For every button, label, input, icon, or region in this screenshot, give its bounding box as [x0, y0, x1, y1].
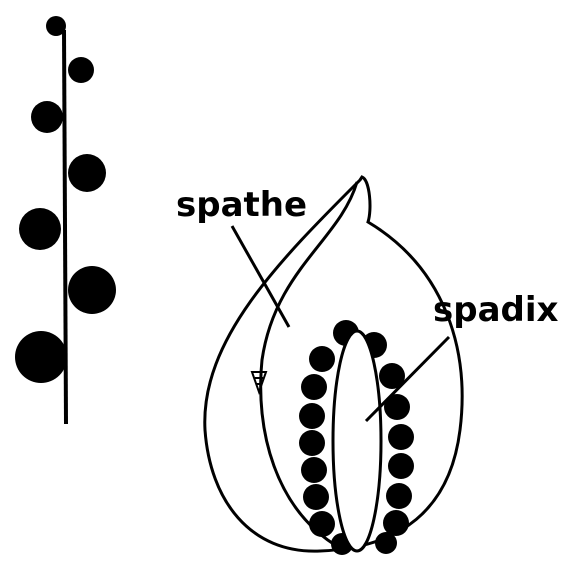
- stalk-bead: [68, 266, 116, 314]
- spadix-bead: [303, 484, 329, 510]
- fruit-stalk: [15, 16, 116, 424]
- stalk-bead: [68, 154, 106, 192]
- spathe-leader-line: [232, 226, 289, 327]
- spadix-bead: [388, 453, 414, 479]
- spadix-bead: [301, 374, 327, 400]
- spadix-label: spadix: [433, 293, 558, 327]
- spadix: [299, 320, 414, 555]
- spadix-bead: [299, 403, 325, 429]
- spadix-bead: [309, 511, 335, 537]
- spadix-bead: [299, 430, 325, 456]
- spadix-bead: [386, 483, 412, 509]
- spathe-label: spathe: [176, 188, 307, 222]
- spadix-bead: [301, 457, 327, 483]
- stalk-bead: [19, 208, 61, 250]
- stalk-bead: [15, 331, 67, 383]
- spadix-bead: [309, 346, 335, 372]
- stalk-bead: [46, 16, 66, 36]
- spadix-axis: [333, 331, 381, 551]
- spathe-detail: [252, 372, 266, 392]
- stalk-bead: [31, 101, 63, 133]
- spadix-bead: [375, 532, 397, 554]
- spadix-bead: [388, 424, 414, 450]
- stalk-bead: [68, 57, 94, 83]
